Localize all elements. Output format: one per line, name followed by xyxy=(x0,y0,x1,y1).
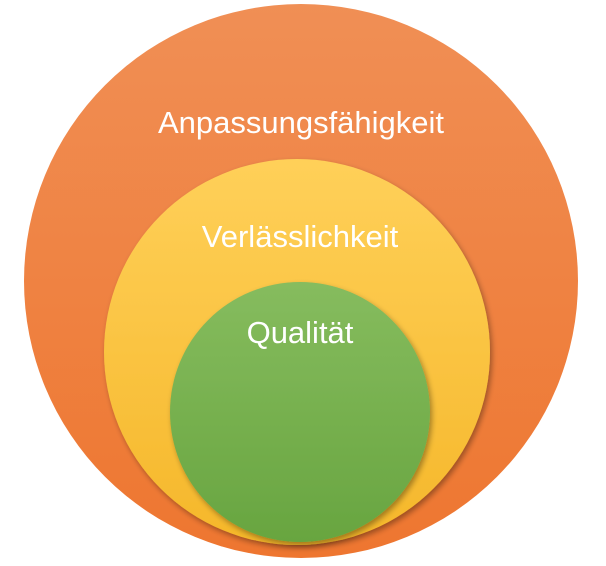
outer-circle-label: Anpassungsfähigkeit xyxy=(158,105,444,140)
middle-circle-label: Verlässlichkeit xyxy=(202,219,399,254)
inner-circle xyxy=(170,282,430,542)
inner-circle-label: Qualität xyxy=(247,315,354,350)
